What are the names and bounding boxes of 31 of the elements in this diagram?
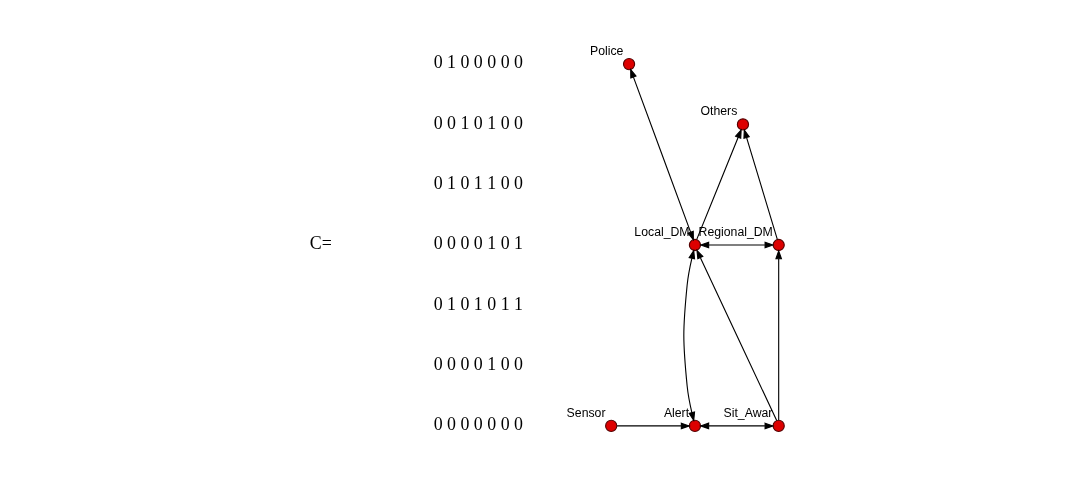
node-circle [736,118,750,131]
label: 0 0 1 0 1 0 0 [433,112,523,133]
node-circle [772,419,785,433]
node-circle [605,419,618,433]
arrow [775,249,783,421]
label: 0 1 0 0 0 0 0 [433,52,523,73]
node-label: Alert [663,405,690,420]
arrow [696,128,742,240]
node-circle [622,57,636,71]
node-label: Police [590,43,624,58]
arrow [743,128,778,240]
arrow [630,68,694,242]
label: 0 1 0 1 1 0 0 [433,172,523,193]
arrow [699,422,775,430]
arrow [683,249,696,422]
arrow [616,422,691,430]
node-circle [688,238,702,252]
node-label: Regional_DM [698,224,773,239]
node-label: Local_DM [634,224,690,239]
label: 0 1 0 1 0 1 1 [433,293,523,314]
node-circle [688,419,702,433]
node-label: Others [700,104,738,119]
node-label: Sensor [566,405,606,420]
node-circle [772,238,785,252]
label: 0 0 0 0 1 0 1 [433,233,523,254]
label: C= [309,233,332,254]
arrow [696,249,778,422]
arrow [699,241,775,249]
label: 0 0 0 0 1 0 0 [433,353,523,374]
node-label: Sit_Awar [723,405,773,420]
label: 0 0 0 0 0 0 0 [433,414,523,435]
